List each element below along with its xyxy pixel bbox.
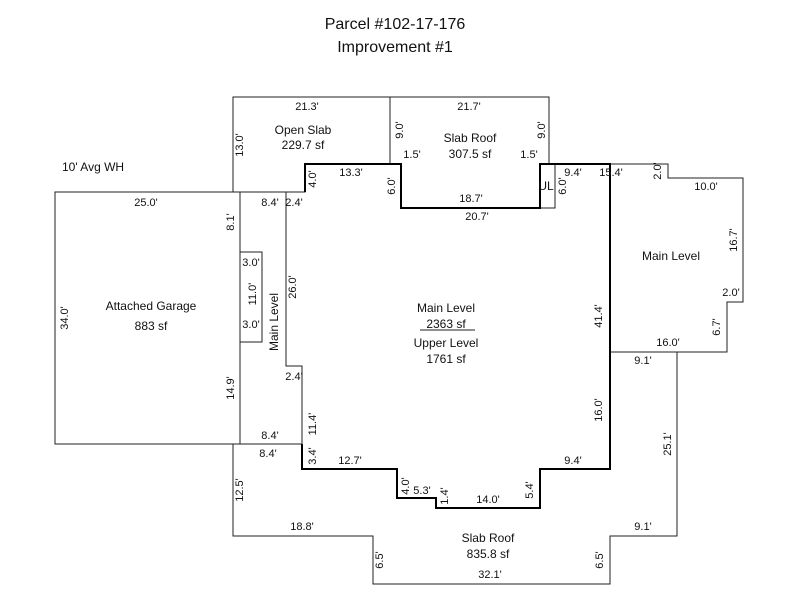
dim-label: 6.5' (374, 551, 386, 568)
dim-label: 34.0' (59, 306, 71, 330)
dim-label: 32.1' (478, 569, 502, 581)
dim-label: 2.4' (285, 371, 302, 383)
dim-label: 21.7' (457, 101, 481, 113)
dim-label: 6.0' (557, 177, 569, 194)
upper-level-area: 1761 sf (426, 352, 466, 366)
ul-label: UL (538, 179, 554, 193)
garage-area: 883 sf (135, 319, 168, 333)
garage-name: Attached Garage (106, 299, 197, 313)
dim-label: 2.0' (652, 162, 664, 179)
dim-label: 1.5' (403, 149, 420, 161)
main-level-area: 2363 sf (426, 317, 466, 331)
dim-label: 6.5' (594, 551, 606, 568)
dim-label: 1.4' (439, 487, 451, 504)
dim-label: 6.7' (711, 318, 723, 335)
dim-label: 16.0' (593, 398, 605, 422)
dim-label: 1.5' (520, 149, 537, 161)
open-slab-area: 229.7 sf (282, 138, 325, 152)
dim-label: 25.0' (134, 197, 158, 209)
dim-label: 21.3' (295, 101, 319, 113)
avg-wall-height-note: 10' Avg WH (62, 160, 124, 174)
dim-label: 6.0' (386, 177, 398, 194)
dim-label: 9.4' (564, 455, 581, 467)
dim-label: 14.9' (225, 376, 237, 400)
dim-label: 2.0' (722, 287, 739, 299)
slab-roof-top-name: Slab Roof (444, 131, 497, 145)
dim-label: 8.4' (261, 197, 278, 209)
dim-label: 2.4' (285, 197, 302, 209)
dim-label: 18.7' (459, 193, 483, 205)
dim-label: 12.7' (338, 455, 362, 467)
dim-label: 3.0' (242, 257, 259, 269)
dim-label: 20.7' (465, 211, 489, 223)
dim-label: 41.4' (593, 304, 605, 328)
dim-label: 8.4' (259, 448, 276, 460)
slab-roof-top-area: 307.5 sf (449, 147, 492, 161)
main-level-strip-name: Main Level (267, 293, 281, 351)
dim-label: 8.4' (261, 430, 278, 442)
open-slab-name: Open Slab (275, 123, 332, 137)
dim-label: 3.4' (307, 447, 319, 464)
dim-label: 4.0' (400, 477, 412, 494)
dim-label: 16.0' (656, 337, 680, 349)
garage-outline (54, 191, 241, 445)
dim-label: 9.1' (634, 521, 651, 533)
dim-label: 11.0' (247, 283, 259, 306)
dim-label: 9.1' (634, 355, 651, 367)
dim-label: 13.3' (339, 167, 363, 179)
slab-roof-bottom-name: Slab Roof (462, 531, 515, 545)
dim-label: 14.0' (476, 494, 500, 506)
main-level-right-outline (610, 163, 744, 353)
slab-roof-top-outline (389, 96, 550, 164)
dim-label: 12.5' (234, 478, 246, 502)
dim-label: 4.0' (307, 170, 319, 187)
main-level-strip-outline (233, 191, 303, 445)
dim-label: 18.8' (290, 521, 314, 533)
slab-roof-bottom-area: 835.8 sf (467, 547, 510, 561)
slab-roof-bottom-outline (232, 352, 678, 585)
parcel-title: Parcel #102-17-176 (325, 16, 466, 33)
dim-label: 13.0' (234, 133, 246, 157)
dim-label: 9.0' (536, 121, 548, 138)
main-level-name: Main Level (417, 301, 475, 315)
upper-level-name: Upper Level (414, 336, 479, 350)
main-level-outline (301, 163, 611, 509)
dim-label: 26.0' (287, 275, 299, 299)
improvement-subtitle: Improvement #1 (337, 39, 453, 56)
dim-label: 25.1' (662, 432, 674, 456)
dim-label: 15.4' (599, 167, 623, 179)
dim-label: 5.3' (413, 485, 430, 497)
dim-label: 8.1' (225, 213, 237, 230)
dim-label: 9.4' (564, 167, 581, 179)
dim-label: 10.0' (694, 181, 718, 193)
dim-label: 5.4' (524, 481, 536, 498)
main-level-right-name: Main Level (642, 249, 700, 263)
dim-label: 16.7' (728, 228, 740, 252)
dim-label: 3.0' (242, 319, 259, 331)
dim-label: 11.4' (307, 413, 319, 436)
dim-label: 9.0' (394, 121, 406, 138)
